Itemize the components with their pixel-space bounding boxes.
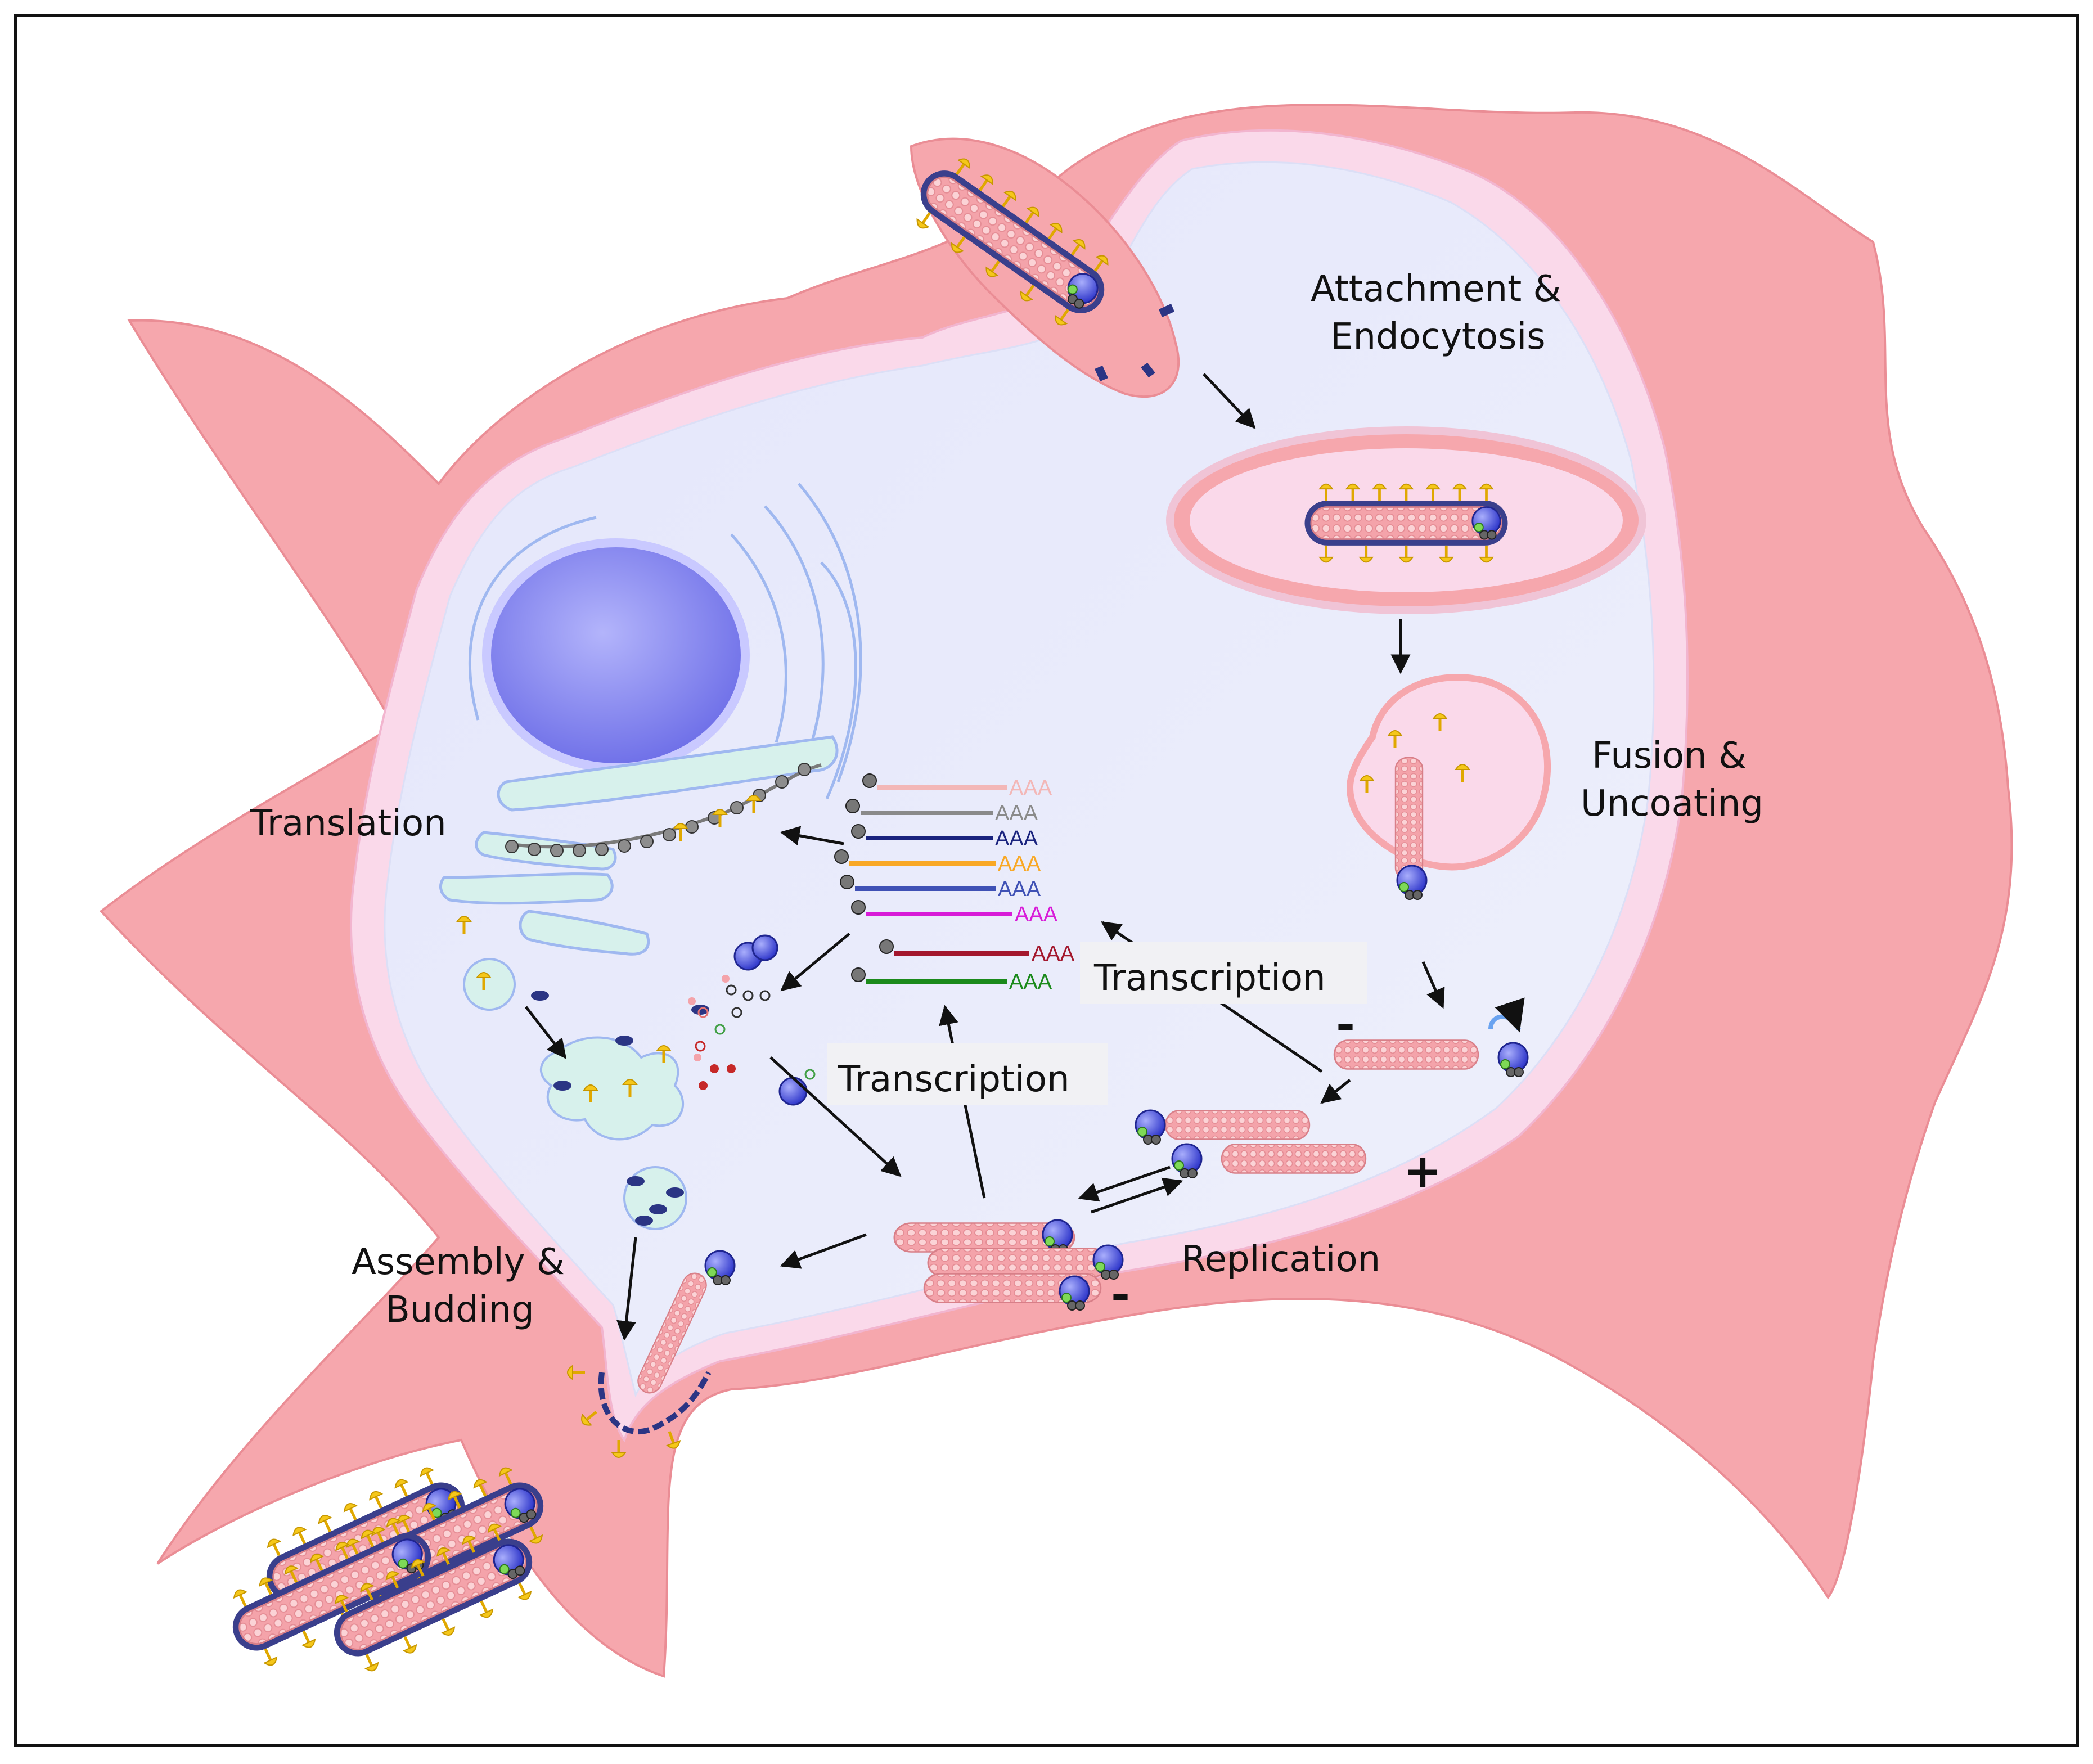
label-translation: Translation	[250, 803, 447, 844]
label-transcription-upper: Transcription	[1093, 957, 1326, 999]
ribosome-on-mrna	[851, 968, 866, 982]
label-replication: Replication	[1181, 1239, 1380, 1280]
uncoated-genome	[1333, 997, 1529, 1078]
endosome	[1166, 426, 1646, 614]
label-transcription-upper-bg	[1080, 942, 1367, 1004]
ribosome-on-mrna	[862, 773, 877, 788]
nucleus	[482, 538, 750, 772]
ribosome-on-mrna	[834, 849, 849, 864]
label-attachment-line2: Endocytosis	[1330, 316, 1546, 358]
sign-plus-antigenome: +	[1403, 1145, 1442, 1198]
budding-virion	[568, 1250, 736, 1457]
sign-minus-uncoated: -	[1336, 998, 1355, 1052]
ribosome-on-mrna	[879, 939, 894, 954]
polya-tail-label: AAA	[998, 852, 1041, 876]
polya-tail-label: AAA	[1015, 903, 1058, 926]
label-fusion-line1: Fusion &	[1592, 735, 1747, 777]
transport-vesicles	[463, 958, 687, 1230]
polya-tail-label: AAA	[1032, 942, 1075, 966]
ribosome-on-mrna	[851, 824, 866, 839]
rough-er-ribosomes	[505, 763, 822, 857]
label-attachment-line1: Attachment &	[1311, 268, 1561, 310]
ribosome-on-mrna	[840, 875, 854, 889]
label-transcription-lower-bg	[827, 1043, 1108, 1105]
label-assembly-line1: Assembly &	[352, 1241, 565, 1283]
polya-tail-label: AAA	[1009, 970, 1052, 994]
endoplasmic-reticulum	[468, 483, 862, 800]
label-assembly-line2: Budding	[385, 1289, 534, 1331]
label-transcription-lower: Transcription	[838, 1059, 1070, 1100]
sign-minus-genome: -	[1111, 1268, 1130, 1322]
ribosome-on-mrna	[851, 900, 866, 915]
polya-tail-label: AAA	[995, 827, 1038, 850]
cell-receptors	[1095, 304, 1174, 381]
polya-tail-label: AAA	[998, 878, 1041, 901]
polya-tail-label: AAA	[995, 802, 1038, 825]
ribosome-on-mrna	[845, 799, 860, 813]
fusion-vesicle	[1346, 674, 1551, 901]
polya-tail-label: AAA	[1009, 776, 1052, 800]
label-fusion-line2: Uncoating	[1581, 783, 1763, 825]
